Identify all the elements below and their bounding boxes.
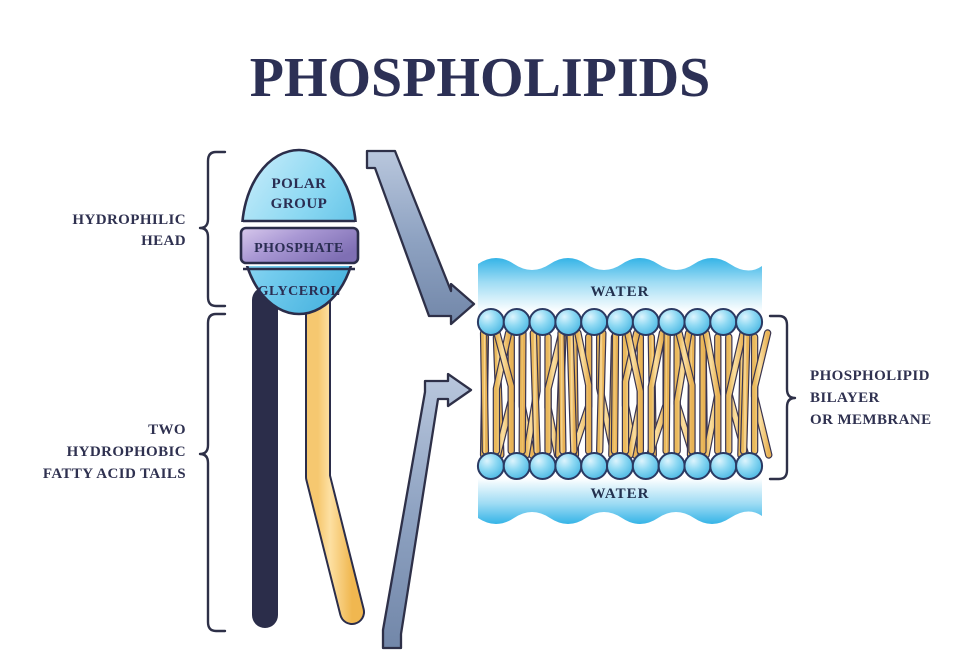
lipid-head-lower <box>657 452 686 480</box>
water-bottom-shape <box>478 478 762 524</box>
lipid-tails <box>702 329 747 455</box>
arrow-tails-to-bilayer <box>381 372 473 650</box>
lipid-head-upper <box>606 308 634 336</box>
polar-group-label-line-1: POLAR <box>272 176 327 192</box>
tail-strand <box>558 330 566 454</box>
lipid-tails <box>493 329 527 455</box>
tail-strand <box>545 330 565 454</box>
tail-strand <box>567 330 577 454</box>
head-segment-polar-group <box>241 148 357 222</box>
lipid-head-upper <box>631 308 660 336</box>
lipid-head-lower <box>502 452 531 480</box>
glycerol-label: GLYCEROL <box>258 284 341 299</box>
phospholipid-bilayer <box>476 308 773 480</box>
lipid-head-upper <box>580 308 609 336</box>
label-hydrophobic-tails: TWO HYDROPHOBIC FATTY ACID TAILS <box>43 422 186 482</box>
water-bottom-label: WATER <box>591 486 650 502</box>
molecule-head: POLAR GROUP PHOSPHATE GLYCEROL <box>239 148 360 316</box>
hydrophobic-tails-line-1: TWO <box>148 422 186 438</box>
lipid-tails <box>557 329 578 455</box>
lipid-tails <box>574 329 607 455</box>
tail-strand <box>597 330 606 454</box>
arrow-2-body <box>381 372 473 650</box>
tail-strand <box>494 330 514 454</box>
tail-strand <box>726 330 746 454</box>
bilayer-label-line-1: PHOSPHOLIPID <box>810 368 930 384</box>
lipid-head-upper <box>683 308 712 336</box>
tail-strand <box>625 330 643 454</box>
lipid-head-lower <box>476 452 505 480</box>
lipid-head-lower <box>580 452 609 480</box>
tail-strand <box>519 330 526 454</box>
hydrophilic-head-line-1: HYDROPHILIC <box>72 212 186 228</box>
bracket-bilayer <box>768 314 797 481</box>
lipid-head-lower <box>554 452 583 480</box>
lipid-head-upper <box>528 308 557 336</box>
water-top-band: WATER <box>478 258 762 312</box>
molecule-tails <box>252 287 365 628</box>
page-title: PHOSPHOLIPIDS <box>250 47 711 109</box>
tail-strand <box>703 330 721 454</box>
tail-strand <box>752 330 771 454</box>
lipid-tails <box>739 329 772 455</box>
polar-group-label-line-2: GROUP <box>271 196 328 212</box>
water-top-label: WATER <box>591 284 650 300</box>
lipid-tails <box>624 329 667 455</box>
phosphate-label: PHOSPHATE <box>254 241 344 256</box>
tail-strand <box>663 330 670 454</box>
head-segment-glycerol <box>245 266 353 316</box>
bracket-hydrophilic-head <box>198 150 227 308</box>
tail-strand <box>612 330 619 454</box>
arrow-1-body <box>365 149 476 326</box>
lipid-head-upper <box>554 308 583 336</box>
lipid-head-lower <box>735 452 764 480</box>
lipid-tails <box>529 329 566 455</box>
hydrophobic-tails-line-3: FATTY ACID TAILS <box>43 466 186 482</box>
lipid-head-lower <box>683 452 712 480</box>
lipid-tails <box>675 329 707 455</box>
head-segment-phosphate <box>239 226 360 265</box>
tail-strand <box>741 330 750 454</box>
bilayer-label-line-2: BILAYER <box>810 390 880 406</box>
tail-strand <box>481 330 488 454</box>
lipid-head-lower <box>528 452 557 480</box>
bilayer-label-line-3: OR MEMBRANE <box>810 412 931 428</box>
hydrophobic-tails-line-2: HYDROPHOBIC <box>67 444 186 460</box>
tail-strand <box>575 330 592 454</box>
lipid-head-upper <box>657 308 686 336</box>
hydrophilic-head-line-2: HEAD <box>141 233 186 249</box>
water-top-shape <box>478 258 762 312</box>
fatty-acid-tail-right <box>307 289 363 623</box>
lipid-head-upper <box>709 308 738 336</box>
label-hydrophilic-head: HYDROPHILIC HEAD <box>72 212 186 249</box>
lipid-head-upper <box>476 308 505 336</box>
tail-strand <box>648 330 665 454</box>
lipid-head-lower <box>709 452 738 480</box>
tail-strand <box>530 330 540 454</box>
lipid-head-lower <box>606 452 634 480</box>
tail-strand <box>676 330 695 454</box>
lipid-head-lower <box>631 452 660 480</box>
label-bilayer: PHOSPHOLIPID BILAYER OR MEMBRANE <box>810 368 931 428</box>
water-bottom-band: WATER <box>478 478 762 524</box>
arrow-head-to-bilayer <box>365 149 476 326</box>
lipid-head-upper <box>735 308 764 336</box>
bracket-hydrophobic-tails <box>198 312 227 633</box>
lipid-head-upper <box>502 308 531 336</box>
